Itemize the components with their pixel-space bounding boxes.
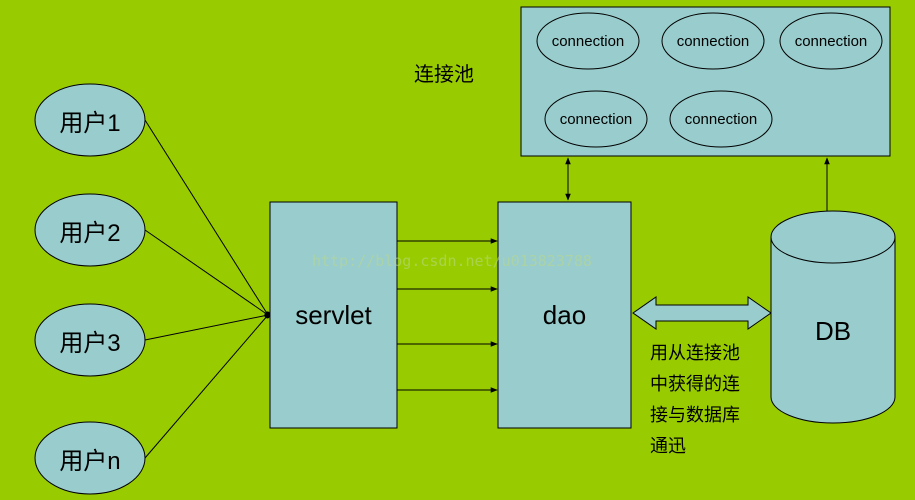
servlet-label: servlet — [295, 299, 372, 330]
dao-db-double-arrow — [632, 296, 772, 330]
dao-box — [497, 201, 632, 429]
note-line: 通迅 — [650, 436, 686, 456]
dao-label: dao — [542, 299, 587, 330]
connection-label: connection — [551, 32, 625, 50]
note-line: 用从连接池 — [650, 343, 740, 363]
note-line: 中获得的连 — [650, 374, 740, 394]
connection-label: connection — [676, 32, 750, 50]
pool-label: 连接池 — [414, 64, 474, 86]
connection-label: connection — [559, 110, 633, 128]
db-label: DB — [814, 315, 852, 346]
user-lines — [144, 119, 270, 459]
db-cylinder-top — [770, 210, 896, 264]
connection-ellipse — [779, 12, 883, 70]
user-label: 用户n — [59, 447, 121, 475]
user-label: 用户2 — [59, 219, 121, 247]
connection-ellipse — [669, 90, 773, 148]
connection-ellipse — [544, 90, 648, 148]
connection-label: connection — [794, 32, 868, 50]
connection-ellipse — [536, 12, 640, 70]
watermark: http://blog.csdn.net/u013823788 — [312, 252, 592, 270]
note-line: 接与数据库 — [650, 405, 740, 425]
servlet-box — [269, 201, 398, 429]
connection-ellipse — [661, 12, 765, 70]
user-label: 用户3 — [59, 329, 121, 357]
user-label: 用户1 — [59, 109, 121, 137]
servlet-dao-arrows — [397, 238, 498, 393]
db-cylinder-body — [770, 237, 896, 424]
connection-label: connection — [684, 110, 758, 128]
